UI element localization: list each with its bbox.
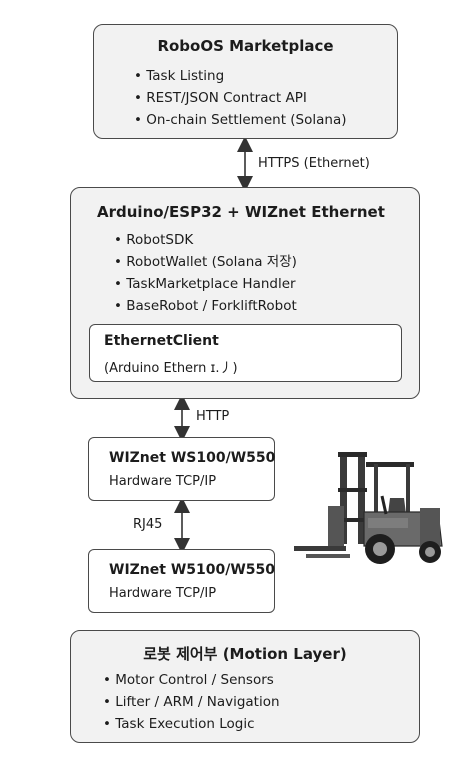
list-item: RobotWallet (Solana 저장)	[114, 251, 297, 273]
marketplace-items: Task Listing REST/JSON Contract API On-c…	[134, 65, 347, 131]
arduino-box: Arduino/ESP32 + WIZnet Ethernet RobotSDK…	[70, 187, 420, 399]
motion-items: Motor Control / Sensors Lifter / ARM / N…	[103, 669, 280, 735]
ws100-box: WIZnet WS100/W550 Hardware TCP/IP	[88, 437, 275, 501]
list-item: Lifter / ARM / Navigation	[103, 691, 279, 713]
marketplace-title: RoboOS Marketplace	[157, 37, 334, 55]
motion-box: 로봇 제어부 (Motion Layer) Motor Control / Se…	[70, 630, 420, 743]
w5100-box: WIZnet W5100/W550 Hardware TCP/IP	[88, 549, 275, 613]
forklift-icon	[294, 452, 443, 564]
list-item: TaskMarketplace Handler	[114, 273, 297, 295]
http-label: HTTP	[196, 409, 230, 424]
ethernet-client-subtitle: (Arduino Ethern ɪ.丿)	[104, 361, 238, 376]
rj45-label: RJ45	[133, 517, 163, 532]
list-item: BaseRobot / ForkliftRobot	[114, 295, 297, 317]
motion-title: 로봇 제어부 (Motion Layer)	[143, 645, 347, 663]
w5100-title: WIZnet W5100/W550	[109, 562, 276, 578]
ws100-subtitle: Hardware TCP/IP	[109, 474, 217, 489]
list-item: On-chain Settlement (Solana)	[134, 109, 346, 131]
ws100-title: WIZnet WS100/W550	[109, 450, 276, 466]
marketplace-box: RoboOS Marketplace Task Listing REST/JSO…	[93, 24, 398, 139]
list-item: Motor Control / Sensors	[103, 669, 280, 691]
list-item: Task Execution Logic	[103, 713, 280, 735]
w5100-subtitle: Hardware TCP/IP	[109, 586, 217, 601]
https-label: HTTPS (Ethernet)	[258, 156, 370, 171]
ethernet-client-title: EthernetClient	[104, 333, 219, 349]
list-item: Task Listing	[134, 65, 347, 87]
list-item: REST/JSON Contract API	[134, 87, 347, 109]
list-item: RobotSDK	[114, 229, 297, 251]
ethernet-client-box: EthernetClient (Arduino Ethern ɪ.丿)	[89, 324, 402, 382]
arduino-title: Arduino/ESP32 + WIZnet Ethernet	[97, 203, 385, 221]
arduino-items: RobotSDK RobotWallet (Solana 저장) TaskMar…	[114, 229, 297, 317]
